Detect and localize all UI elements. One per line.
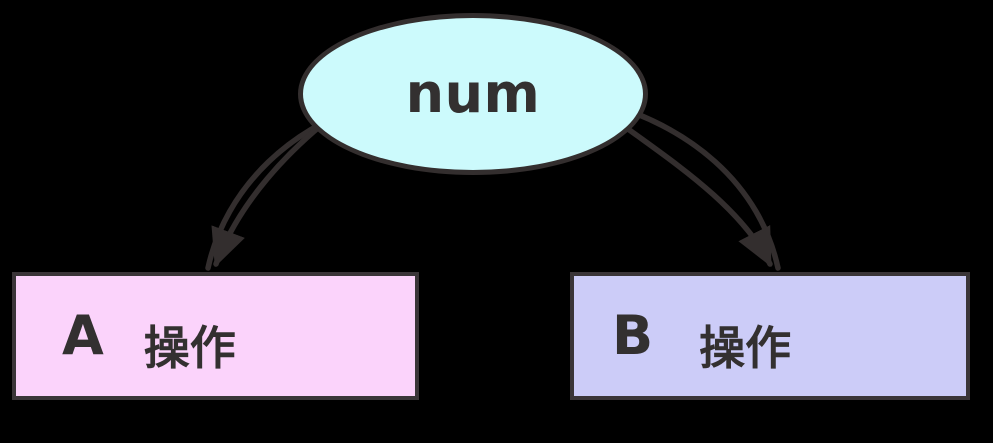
node-a-tag: A (62, 304, 104, 367)
node-a-operation: 操作 (143, 321, 236, 375)
node-b-operation: 操作 (699, 321, 792, 375)
node-num[interactable]: num (298, 13, 648, 175)
node-b-label-group: B 操作 (574, 304, 791, 372)
node-b[interactable]: B 操作 (570, 272, 970, 400)
node-b-tag: B (612, 304, 654, 367)
node-num-label: num (405, 62, 541, 125)
node-a-label-group: A 操作 (16, 304, 236, 372)
node-a[interactable]: A 操作 (12, 272, 419, 400)
edge-num-to-a (211, 115, 333, 268)
edge-num-to-b (621, 123, 773, 267)
